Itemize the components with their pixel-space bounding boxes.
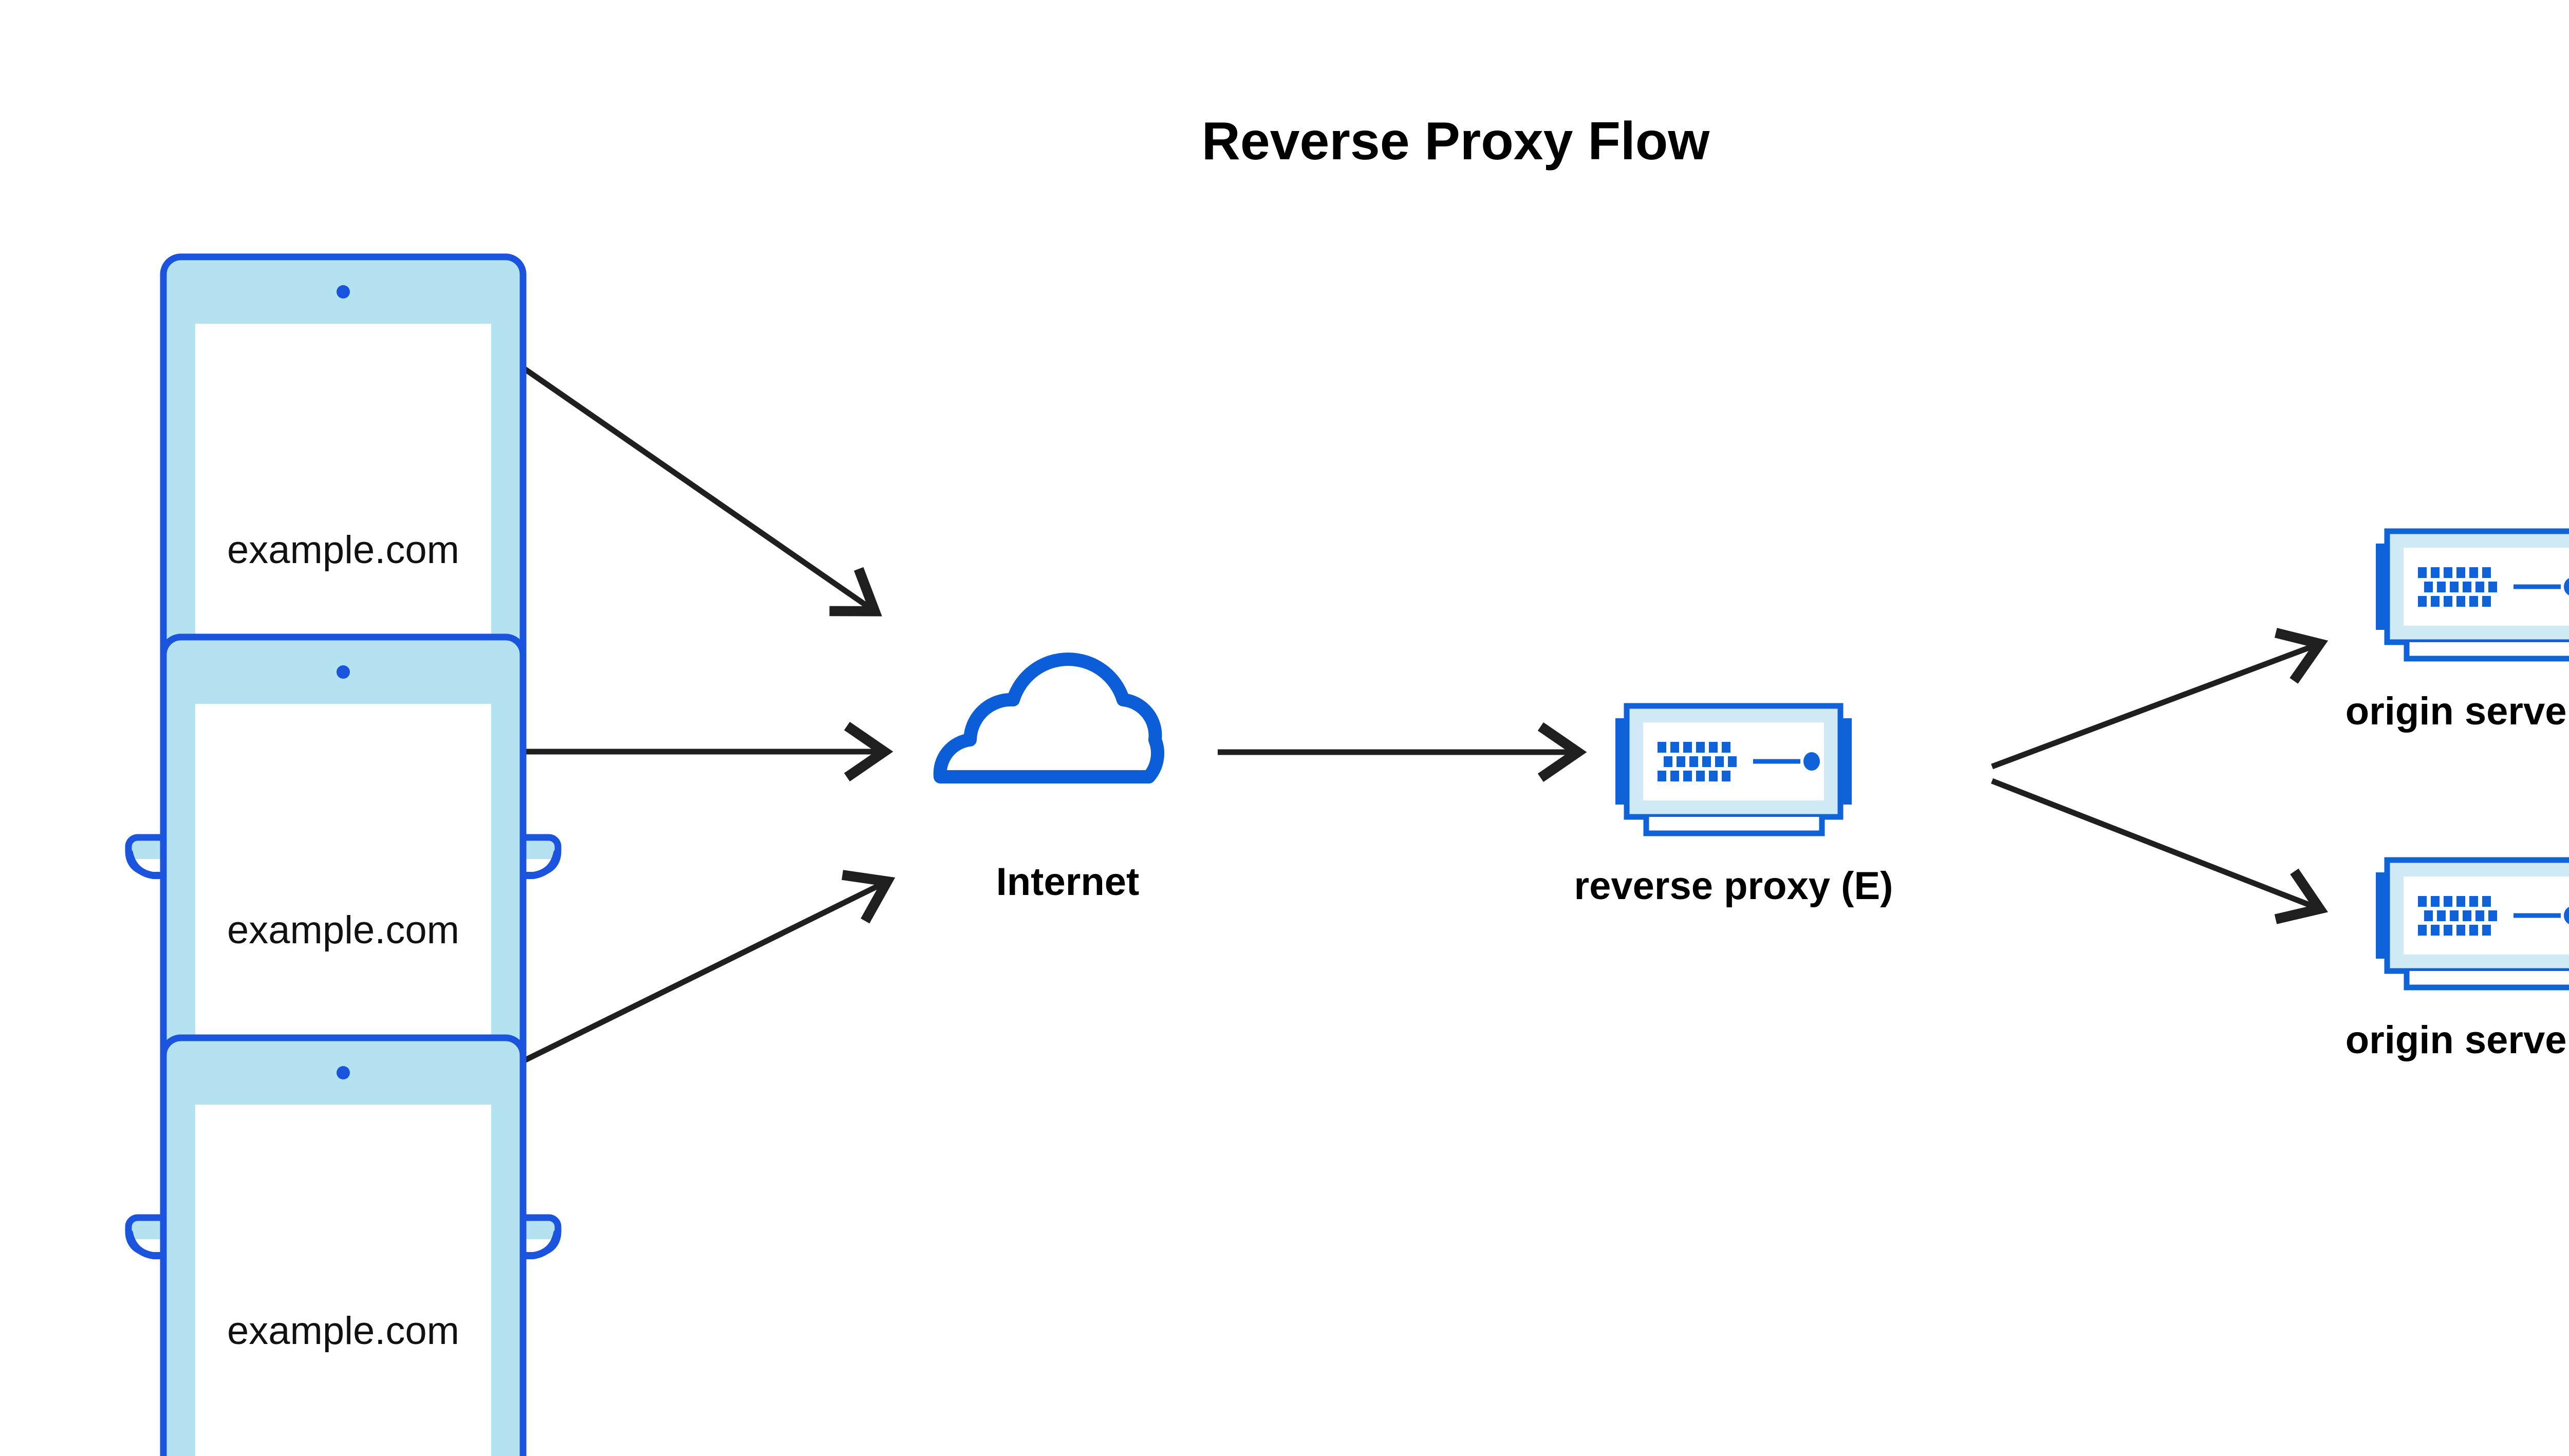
node-origin-server-2[interactable]: origin server (F) xyxy=(2345,860,2569,1062)
node-label-origin-server-2: origin server (F) xyxy=(2345,1018,2569,1062)
edge-proxy-to-origin2 xyxy=(1990,778,2328,924)
node-internet[interactable]: Internet xyxy=(940,659,1158,904)
cloud-icon xyxy=(940,659,1158,777)
device-screen-host-2: example.com xyxy=(227,908,459,952)
laptop-icon xyxy=(128,1038,558,1456)
node-reverse-proxy[interactable]: reverse proxy (E) xyxy=(1574,706,1893,908)
edge-proxy-to-origin1 xyxy=(1991,628,2329,770)
page-title: Reverse Proxy Flow xyxy=(1202,111,1710,171)
node-users-device-3[interactable]: example.com user’s device (D) xyxy=(128,1038,558,1456)
node-label-origin-server-1: origin server (F) xyxy=(2345,689,2569,733)
node-label-reverse-proxy: reverse proxy (E) xyxy=(1574,864,1893,908)
server-icon xyxy=(1615,706,1852,833)
node-label-internet: Internet xyxy=(996,860,1140,904)
server-icon xyxy=(2376,531,2569,659)
edges-layer xyxy=(496,357,2329,1076)
device-screen-host-3: example.com xyxy=(227,1309,459,1353)
edge-device1-to-internet xyxy=(509,357,882,617)
server-icon xyxy=(2376,860,2569,987)
device-screen-host-1: example.com xyxy=(227,528,459,572)
node-origin-server-1[interactable]: origin server (F) xyxy=(2345,531,2569,733)
edge-device3-to-internet xyxy=(496,870,896,1076)
